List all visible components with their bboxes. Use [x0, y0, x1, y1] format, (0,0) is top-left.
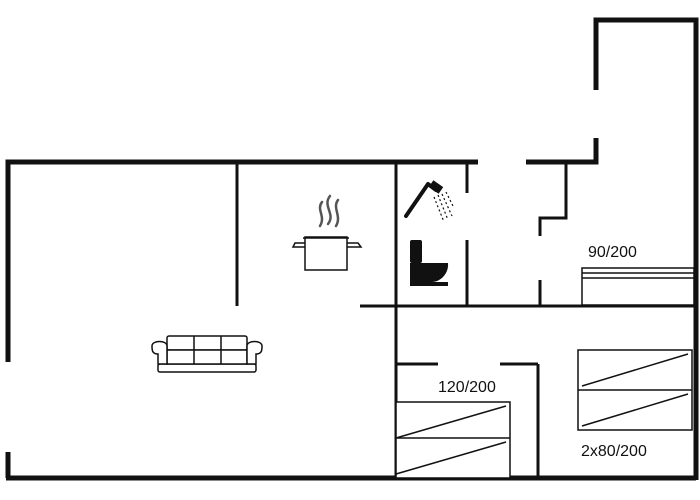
twin-beds-icon	[577, 349, 693, 431]
shower-icon	[404, 180, 455, 223]
cooking-pot-icon	[291, 194, 363, 271]
interior-walls	[235, 164, 696, 478]
exterior-walls	[5, 17, 699, 481]
toilet-icon	[410, 240, 449, 286]
bed-size-label-double: 120/200	[438, 379, 496, 396]
bed-size-label-single: 90/200	[588, 244, 637, 261]
bed-size-label-twin: 2x80/200	[581, 443, 647, 460]
double-bed-icon	[395, 401, 511, 479]
single-bed-icon	[581, 267, 695, 306]
sofa-icon	[151, 335, 263, 373]
